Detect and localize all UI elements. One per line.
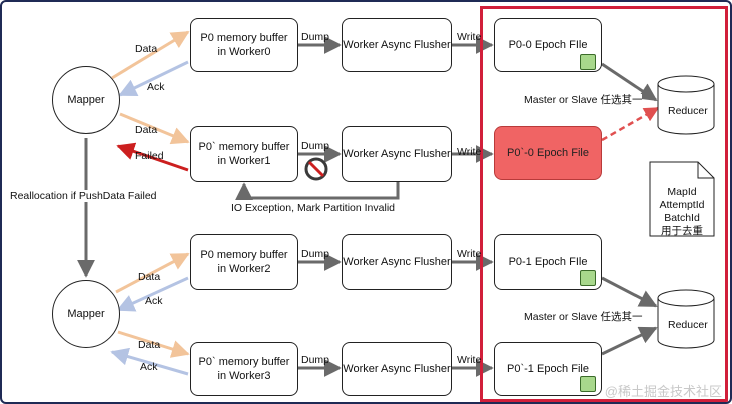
reducer-arrow-mid bbox=[601, 276, 658, 308]
reducer-arrow-bottom bbox=[601, 326, 658, 356]
data-label-3: Data bbox=[138, 271, 161, 283]
data-label-2: Data bbox=[135, 124, 158, 136]
data-arrow-2 bbox=[119, 112, 190, 145]
reducer-arrow-dashed bbox=[601, 106, 660, 142]
write-label-2: Write bbox=[457, 146, 482, 158]
data-arrow-3 bbox=[115, 252, 190, 294]
dump-label-1: Dump bbox=[301, 31, 330, 43]
async-flusher-4: Worker Async Flusher bbox=[342, 342, 452, 396]
ack-arrow-1 bbox=[118, 60, 189, 97]
reducer-top-cylinder bbox=[657, 75, 715, 135]
ack-arrow-4 bbox=[110, 347, 189, 376]
watermark: @稀土掘金技术社区 bbox=[604, 384, 722, 399]
success-marker-1 bbox=[580, 54, 596, 70]
dump-label-4: Dump bbox=[301, 354, 330, 366]
reducer-bottom-cylinder bbox=[657, 289, 715, 349]
data-arrow-1 bbox=[111, 30, 190, 80]
prohibited-icon bbox=[304, 157, 328, 181]
async-flusher-3: Worker Async Flusher bbox=[342, 234, 452, 290]
write-label-3: Write bbox=[457, 248, 482, 260]
data-label-1: Data bbox=[135, 43, 158, 55]
memory-buffer-worker2: P0 memory buffer in Worker2 bbox=[190, 234, 298, 290]
io-exception-label: IO Exception, Mark Partition Invalid bbox=[231, 202, 395, 214]
dump-label-3: Dump bbox=[301, 248, 330, 260]
mapper-top-label: Mapper bbox=[67, 94, 105, 106]
memory-buffer-worker1: P0` memory buffer in Worker1 bbox=[190, 126, 298, 182]
epoch-file-p0prime-0-failed: P0`-0 Epoch File bbox=[494, 126, 602, 180]
dedup-note-text: MapId AttemptId BatchId 用于去重 bbox=[659, 186, 705, 237]
success-marker-3 bbox=[580, 270, 596, 286]
epoch-file-p0-1: P0-1 Epoch FIle bbox=[494, 234, 602, 290]
mapper-bottom: Mapper bbox=[52, 280, 120, 348]
io-exception-loop bbox=[235, 182, 400, 201]
write-label-1: Write bbox=[457, 31, 482, 43]
memory-buffer-worker3: P0` memory buffer in Worker3 bbox=[190, 342, 298, 396]
ack-label-3: Ack bbox=[145, 295, 163, 307]
data-label-4: Data bbox=[138, 339, 161, 351]
success-marker-4 bbox=[580, 376, 596, 392]
reducer-bottom-label: Reducer bbox=[668, 319, 708, 331]
dump-label-2: Dump bbox=[301, 140, 330, 152]
highlight-region bbox=[480, 6, 728, 402]
master-slave-label-top: Master or Slave 任选其一 bbox=[524, 94, 643, 106]
mapper-top: Mapper bbox=[52, 66, 120, 134]
data-arrow-4 bbox=[117, 330, 190, 358]
failed-label: Failed bbox=[135, 150, 164, 162]
failed-arrow bbox=[116, 142, 189, 172]
ack-label-4: Ack bbox=[140, 361, 158, 373]
async-flusher-1: Worker Async Flusher bbox=[342, 18, 452, 72]
write-label-4: Write bbox=[457, 354, 482, 366]
mapper-bottom-label: Mapper bbox=[67, 308, 105, 320]
reducer-arrow-top bbox=[601, 62, 658, 102]
reducer-top-label: Reducer bbox=[668, 105, 708, 117]
reallocation-label: Reallocation if PushData Failed bbox=[10, 190, 157, 202]
async-flusher-2: Worker Async Flusher bbox=[342, 126, 452, 182]
ack-label-1: Ack bbox=[147, 81, 165, 93]
master-slave-label-bottom: Master or Slave 任选其一 bbox=[524, 311, 643, 323]
memory-buffer-worker0: P0 memory buffer in Worker0 bbox=[190, 18, 298, 72]
dedup-note-shape bbox=[649, 161, 715, 237]
ack-arrow-3 bbox=[116, 276, 189, 312]
dedup-note-fold bbox=[697, 162, 714, 179]
